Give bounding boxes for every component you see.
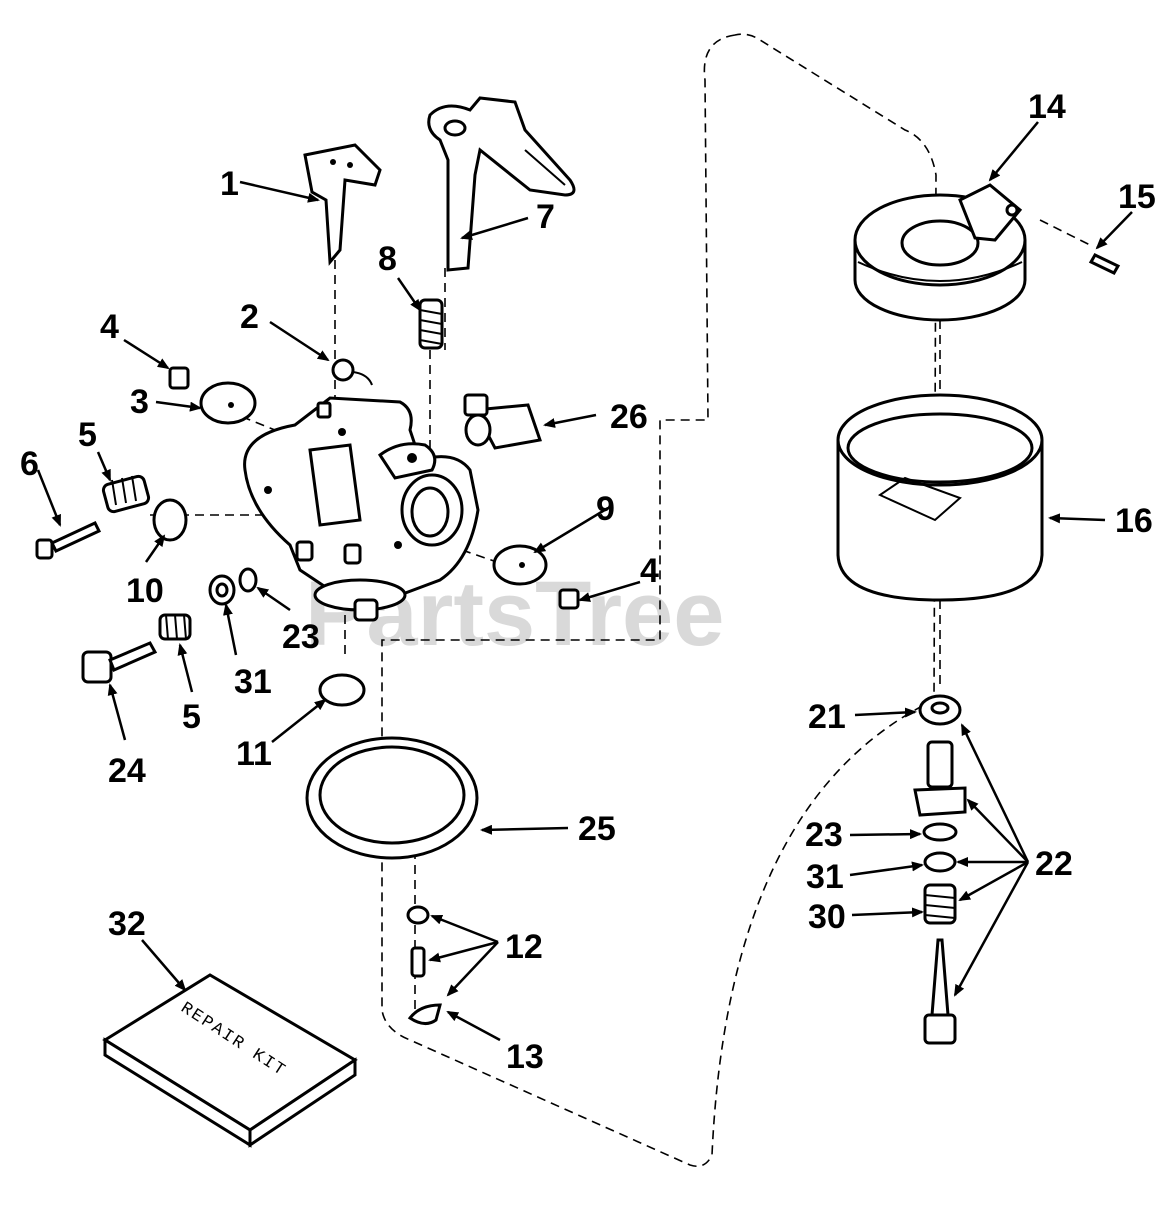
callout-31-right: 31 bbox=[806, 858, 844, 896]
spring-part bbox=[418, 298, 444, 350]
bowl-gasket-part bbox=[305, 736, 479, 860]
o-ring-part bbox=[922, 822, 958, 842]
callout-5-upper: 5 bbox=[78, 416, 97, 454]
repair-kit-part: REPAIR KIT bbox=[102, 973, 358, 1148]
idle-screw-part bbox=[35, 521, 102, 560]
callout-10: 10 bbox=[126, 572, 164, 610]
callout-4-lower: 4 bbox=[640, 552, 659, 590]
callout-30: 30 bbox=[808, 898, 846, 936]
adjusting-needle-part bbox=[923, 938, 957, 1045]
clip-part bbox=[407, 1003, 442, 1025]
callout-7: 7 bbox=[536, 198, 555, 236]
main-needle-part bbox=[81, 641, 158, 684]
bowl-nut-part bbox=[913, 740, 967, 817]
welch-plug-part bbox=[152, 498, 188, 542]
inlet-needle-seat-part bbox=[406, 905, 430, 978]
small-spring-part bbox=[331, 358, 373, 386]
callout-13: 13 bbox=[506, 1038, 544, 1076]
float-pin-part bbox=[1088, 253, 1121, 275]
carburetor-body-part bbox=[243, 396, 480, 622]
screw-part bbox=[168, 366, 190, 390]
welch-plug-part bbox=[318, 673, 366, 707]
callout-1: 1 bbox=[220, 165, 239, 203]
callout-labels: 1 2 3 4 4 5 5 6 7 8 9 10 11 12 13 14 15 … bbox=[20, 88, 1156, 1076]
assembly-boundary-line bbox=[381, 33, 937, 1168]
callout-22: 22 bbox=[1035, 845, 1073, 883]
callout-31-left: 31 bbox=[234, 663, 272, 701]
float-bowl-part bbox=[836, 393, 1044, 602]
callout-11: 11 bbox=[236, 735, 272, 773]
o-ring-part bbox=[238, 567, 258, 593]
washer-part bbox=[208, 574, 236, 606]
callout-24: 24 bbox=[108, 752, 146, 790]
callout-4-upper: 4 bbox=[100, 308, 119, 346]
leader-lines bbox=[36, 121, 1133, 1042]
callout-25: 25 bbox=[578, 810, 616, 848]
throttle-plate-part bbox=[199, 381, 257, 425]
callout-2: 2 bbox=[240, 298, 259, 336]
float-part bbox=[853, 183, 1027, 322]
needle-spring-part bbox=[101, 474, 151, 514]
callout-15: 15 bbox=[1118, 178, 1156, 216]
washer-part bbox=[923, 851, 957, 873]
choke-lever-part bbox=[427, 96, 576, 272]
callout-9: 9 bbox=[596, 490, 615, 528]
needle-spring-part bbox=[158, 613, 192, 641]
callout-23-right: 23 bbox=[805, 816, 843, 854]
axis-line bbox=[1039, 219, 1091, 246]
callout-32: 32 bbox=[108, 905, 146, 943]
callout-12: 12 bbox=[505, 928, 543, 966]
callout-21: 21 bbox=[808, 698, 846, 736]
callout-8: 8 bbox=[378, 240, 397, 278]
throttle-lever-part bbox=[303, 143, 382, 266]
spring-part bbox=[923, 883, 957, 925]
fuel-inlet-fitting-part bbox=[463, 393, 542, 450]
washer-part bbox=[918, 694, 962, 726]
callout-6: 6 bbox=[20, 445, 39, 483]
callout-16: 16 bbox=[1115, 502, 1153, 540]
callout-26: 26 bbox=[610, 398, 648, 436]
callout-3: 3 bbox=[130, 383, 149, 421]
callout-14: 14 bbox=[1028, 88, 1066, 126]
screw-part bbox=[558, 588, 580, 610]
choke-plate-part bbox=[492, 544, 548, 586]
callout-5-lower: 5 bbox=[182, 698, 201, 736]
callout-23-left: 23 bbox=[282, 618, 320, 656]
